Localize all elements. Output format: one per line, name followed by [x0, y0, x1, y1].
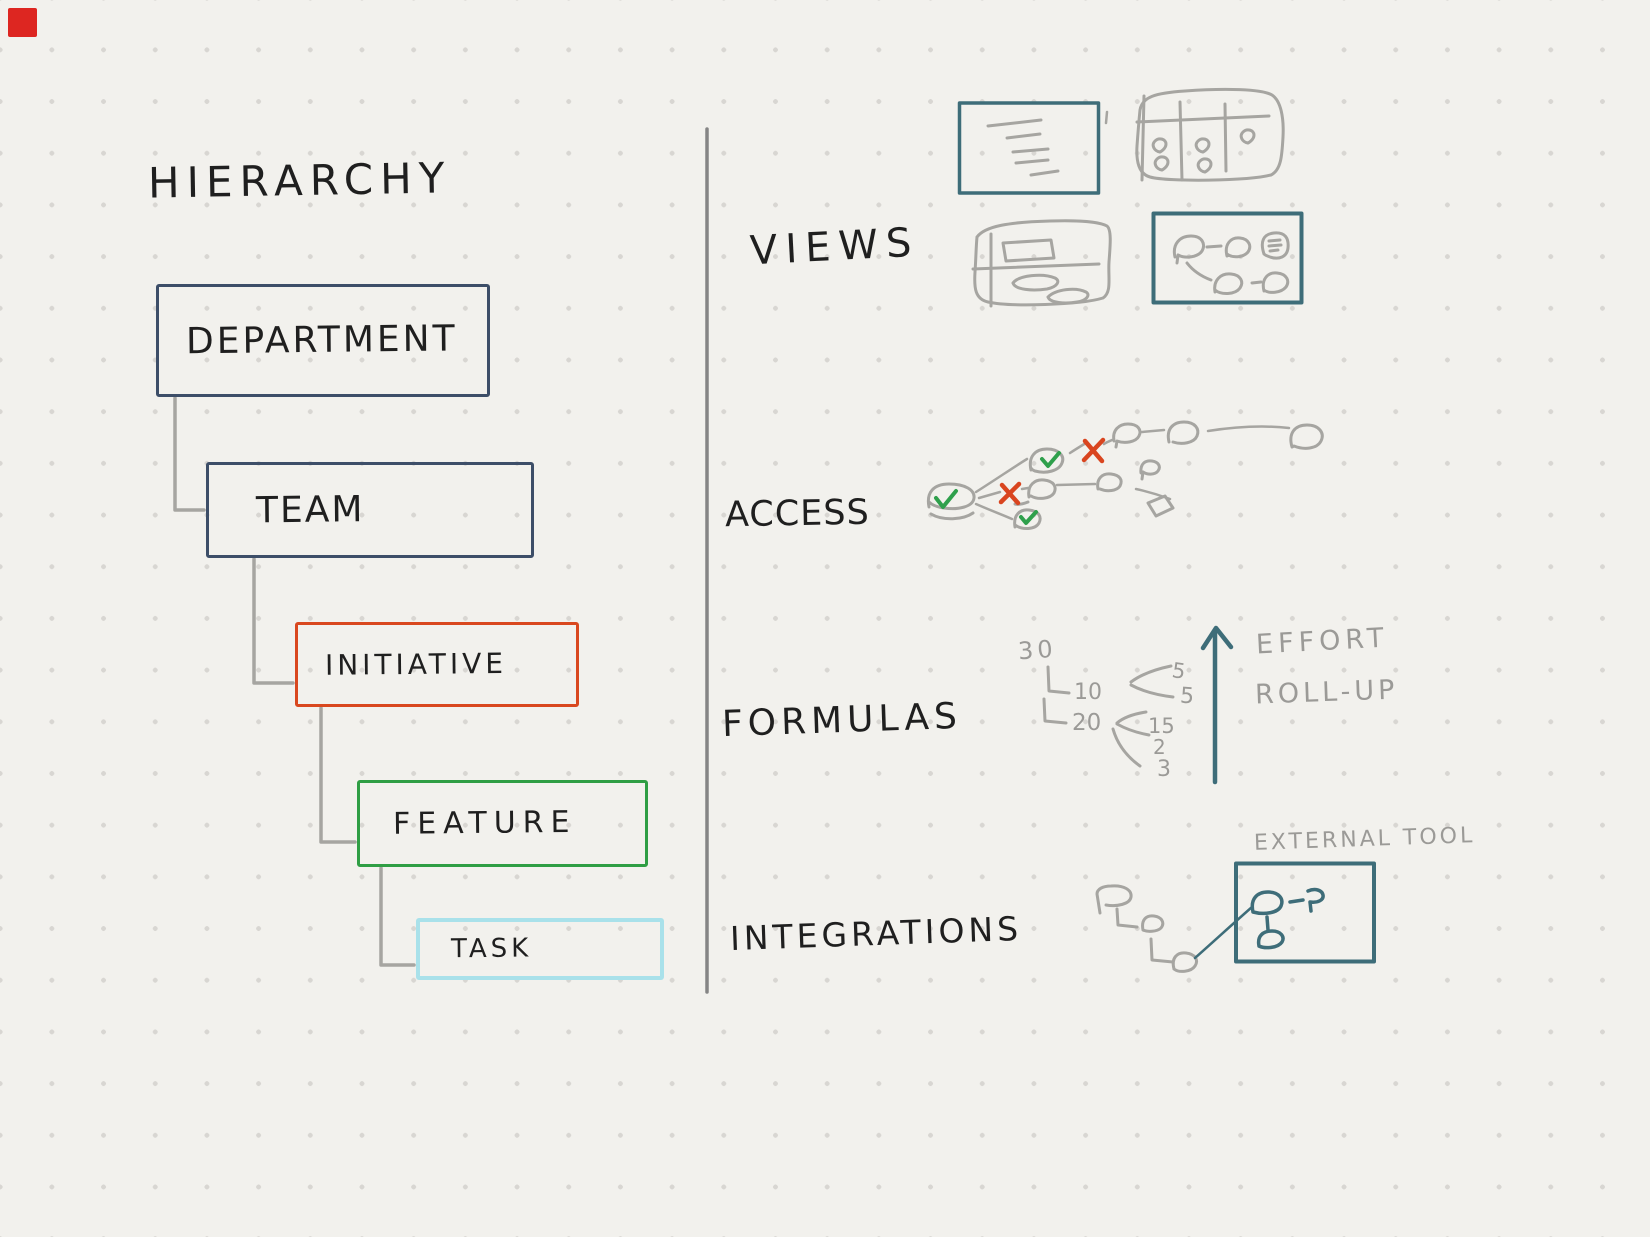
- section-label-formulas: FORMULAS: [721, 695, 963, 746]
- integration-sync-arrow: [1193, 905, 1254, 960]
- integrations-sketch[interactable]: [1095, 861, 1376, 973]
- formula-value-b2v1: 15: [1148, 714, 1175, 738]
- section-label-views: VIEWS: [748, 219, 921, 275]
- task-label: TASK: [450, 933, 533, 965]
- formula-rollup-sketch[interactable]: [1042, 664, 1175, 768]
- formula-value-b2v2: 2: [1153, 735, 1166, 759]
- hierarchy-box-task[interactable]: TASK: [416, 918, 664, 980]
- rollup-annotation: ROLL-UP: [1254, 674, 1399, 711]
- department-label: DEPARTMENT: [185, 318, 458, 363]
- initiative-label: INITIATIVE: [324, 646, 508, 682]
- hierarchy-connectors: [173, 396, 416, 967]
- formula-value-root: 30: [1017, 634, 1058, 666]
- page-title: HIERARCHY: [147, 153, 452, 208]
- access-check-icons: [934, 451, 1061, 525]
- effort-arrow[interactable]: [1200, 625, 1234, 785]
- section-label-access: ACCESS: [724, 492, 871, 536]
- external-tool-nodes: [1250, 887, 1325, 950]
- formula-value-b1v2: 5: [1179, 683, 1195, 710]
- hierarchy-box-initiative[interactable]: INITIATIVE: [295, 622, 579, 707]
- hierarchy-box-team[interactable]: TEAM: [206, 462, 534, 558]
- formula-value-branch1: 10: [1074, 680, 1102, 705]
- hierarchy-box-department[interactable]: DEPARTMENT: [156, 284, 490, 397]
- board-view-sketch[interactable]: [971, 219, 1112, 308]
- access-cross-icons: [998, 437, 1106, 506]
- formula-value-b2v3: 3: [1157, 757, 1171, 782]
- list-view-sketch[interactable]: [957, 101, 1109, 195]
- graph-view-sketch[interactable]: [1151, 211, 1304, 305]
- formula-value-branch2: 20: [1072, 710, 1102, 736]
- table-view-sketch[interactable]: [1135, 87, 1285, 182]
- feature-label: FEATURE: [392, 804, 577, 842]
- external-tool-box[interactable]: [1234, 861, 1376, 964]
- red-corner-marker: [8, 8, 37, 37]
- access-tree-sketch[interactable]: [926, 420, 1324, 530]
- hierarchy-box-feature[interactable]: FEATURE: [357, 780, 648, 867]
- team-label: TEAM: [255, 488, 365, 531]
